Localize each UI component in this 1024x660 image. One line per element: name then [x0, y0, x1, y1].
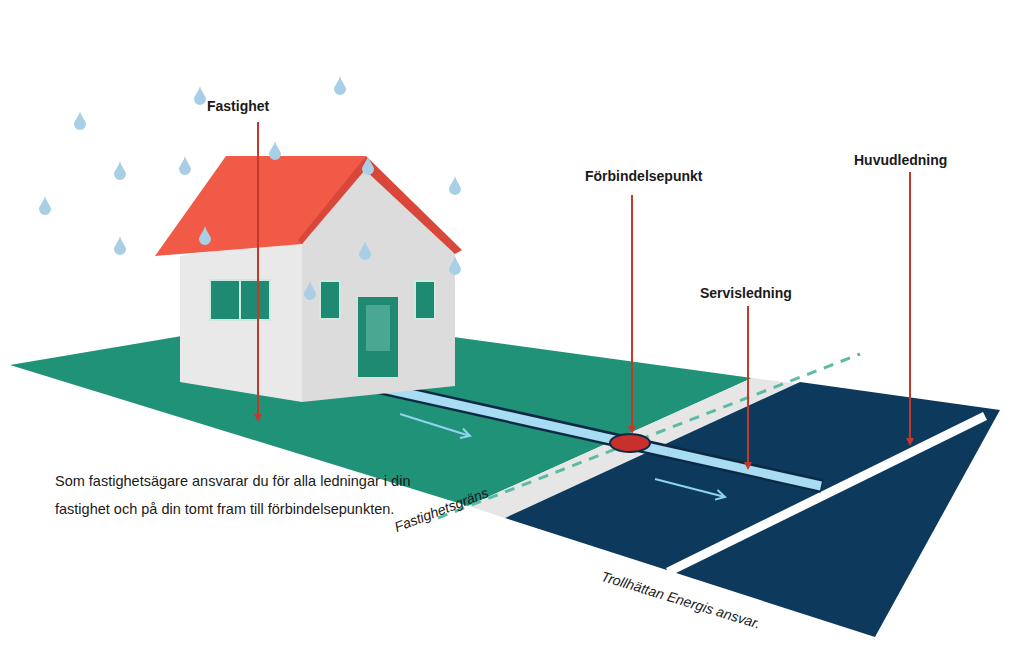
- raindrop: [74, 111, 86, 130]
- raindrop: [194, 86, 206, 105]
- property-boundary: [438, 354, 860, 518]
- house: [155, 156, 462, 402]
- service-pipe: [378, 387, 821, 486]
- leader-line: [909, 172, 911, 442]
- callout-label: Huvudledning: [854, 152, 947, 168]
- raindrop: [362, 156, 374, 175]
- flow-arrow: [400, 414, 470, 436]
- raindrop: [449, 176, 461, 195]
- raindrop: [304, 281, 316, 300]
- raindrop: [199, 226, 211, 245]
- utility-ground: [505, 382, 1000, 637]
- service-pipe-outline: [378, 387, 822, 486]
- raindrops: [39, 76, 461, 300]
- raindrop: [114, 236, 126, 255]
- leader-line: [631, 195, 633, 430]
- raindrop: [449, 256, 461, 275]
- note-text: Som fastighetsägare ansvarar du för alla…: [55, 467, 425, 523]
- raindrop: [39, 196, 51, 215]
- connection-point: [610, 434, 650, 452]
- raindrop: [334, 76, 346, 95]
- leader-line: [747, 306, 749, 466]
- flow-arrow: [655, 479, 725, 497]
- raindrop: [114, 161, 126, 180]
- leader-line: [257, 122, 259, 418]
- raindrop: [179, 156, 191, 175]
- callout-label: Fastighet: [207, 98, 269, 114]
- raindrop: [359, 241, 371, 260]
- callout-label: Servisledning: [700, 285, 792, 301]
- callout-label: Förbindelsepunkt: [585, 168, 702, 184]
- raindrop: [269, 141, 281, 160]
